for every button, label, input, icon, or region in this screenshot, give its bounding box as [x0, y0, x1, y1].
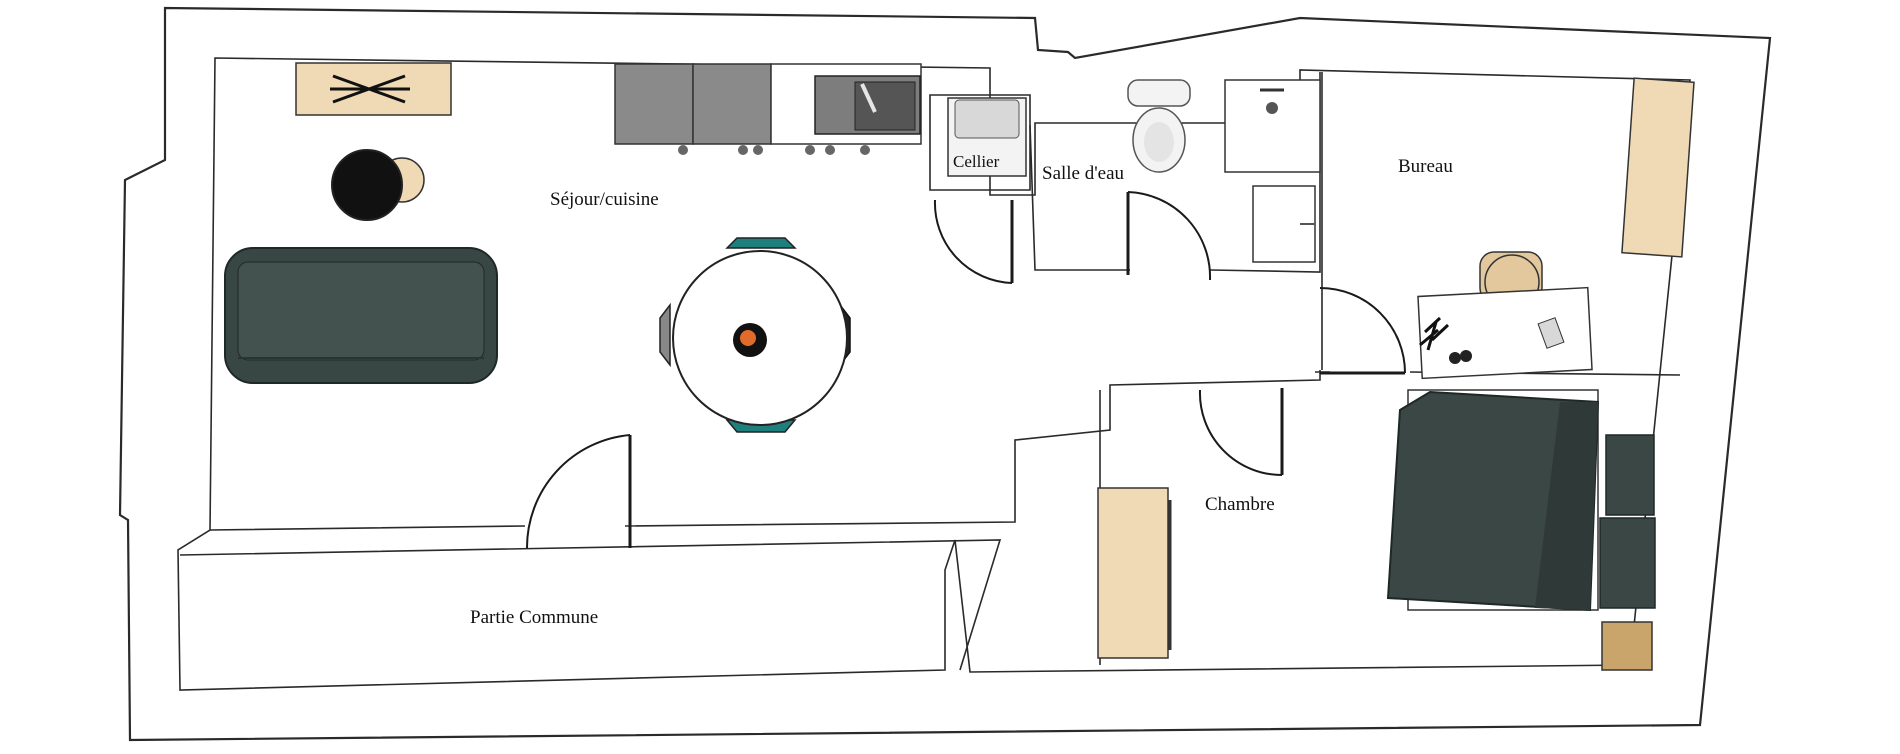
sink-icon: [814, 75, 921, 135]
room-label-sejour: Séjour/cuisine: [550, 189, 659, 210]
wardrobe-icon: [1621, 77, 1695, 258]
room-label-bureau: Bureau: [1398, 156, 1453, 177]
desk-icon: [1417, 286, 1593, 380]
shower-icon: [1224, 79, 1321, 173]
washbasin-icon: [1252, 185, 1316, 263]
room-label-salle-eau: Salle d'eau: [1042, 163, 1125, 184]
plant-icon: [1419, 316, 1472, 364]
dining-table-icon: [659, 237, 851, 433]
coffee-table-icon: [295, 62, 452, 116]
door-salle-eau: [1126, 191, 1212, 281]
room-label-cellier: Cellier: [953, 152, 1000, 171]
nightstand-icon: [1601, 621, 1653, 671]
chambre-wardrobe-icon: [1097, 487, 1172, 659]
room-label-chambre: Chambre: [1205, 494, 1275, 515]
toilet-icon: [1127, 79, 1191, 173]
room-label-partie-commune: Partie Commune: [470, 607, 598, 628]
round-side-table-icon: [331, 149, 403, 221]
door-chambre: [1198, 388, 1284, 476]
door-cellier: [933, 199, 1014, 284]
bed-icon: [1386, 389, 1656, 612]
door-sejour: [525, 434, 632, 549]
sofa-icon: [224, 247, 498, 384]
washing-machine-icon: [947, 97, 1027, 177]
door-bureau: [1319, 287, 1406, 375]
